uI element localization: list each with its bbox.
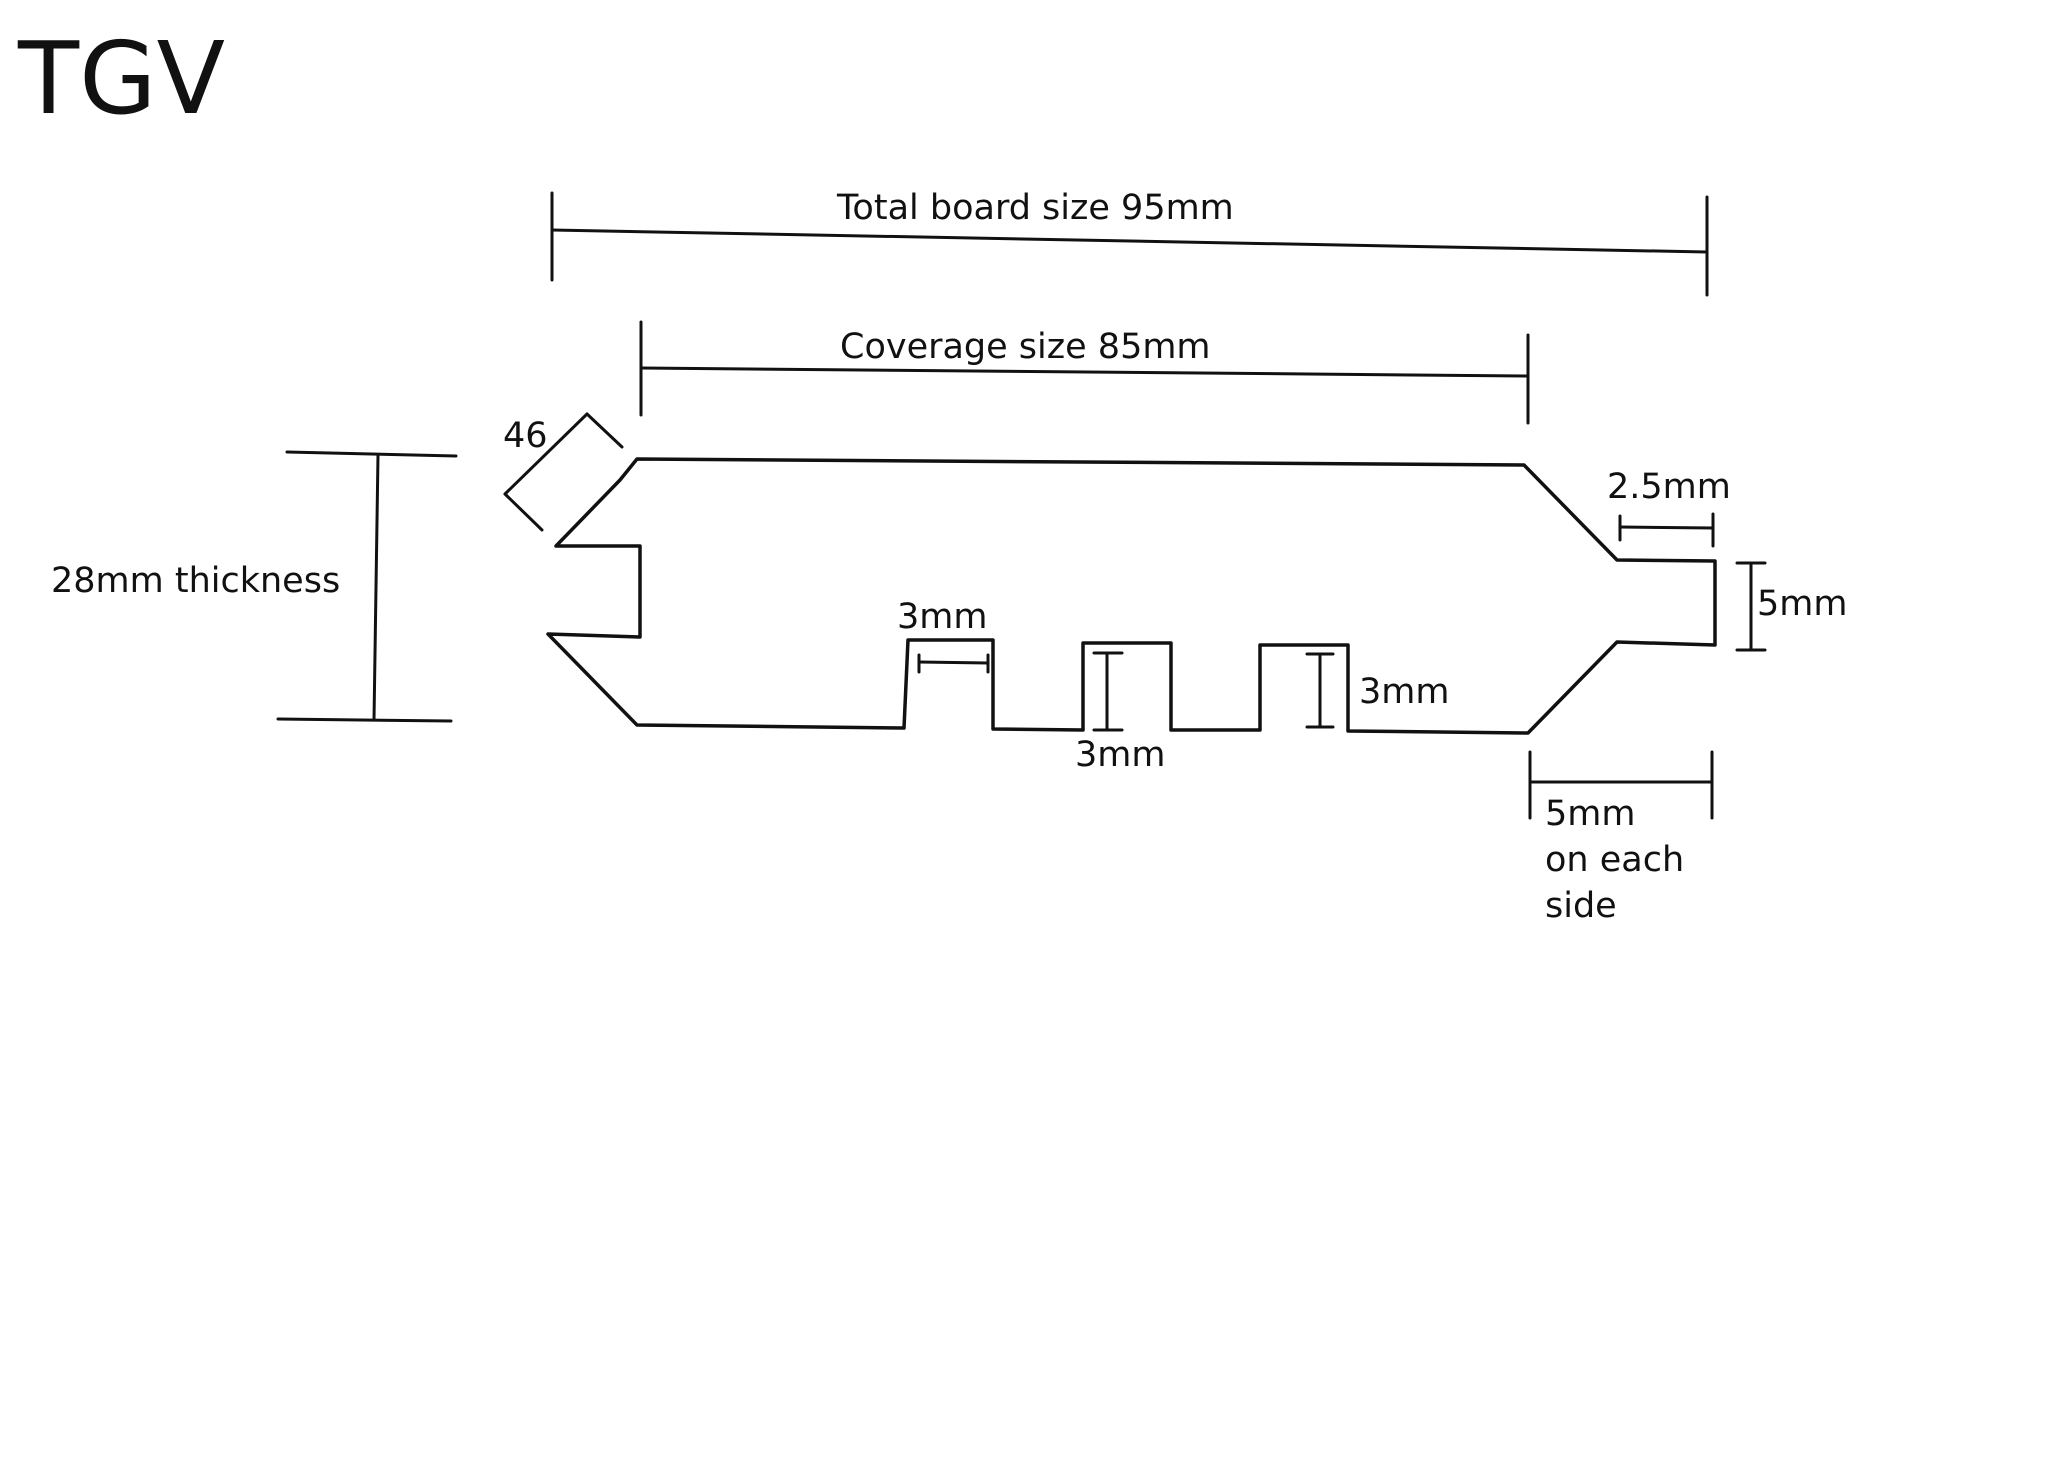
groove-width-label: 3mm	[897, 597, 987, 637]
chamfer-width-label-line3: side	[1545, 886, 1617, 926]
groove-height-middle-label: 3mm	[1075, 735, 1165, 775]
chamfer-width-label-line1: 5mm	[1545, 794, 1635, 834]
tongue-length-dimension	[1618, 512, 1715, 548]
diagram-title: TGV	[17, 20, 225, 137]
coverage-size-label: Coverage size 85mm	[840, 327, 1211, 367]
board-profile-outline	[546, 457, 1717, 735]
coverage-size-dimension	[639, 320, 1530, 425]
tongue-length-label: 2.5mm	[1607, 467, 1731, 507]
chamfer-width-dimension	[1528, 750, 1714, 820]
chamfer-angle-label: 46	[503, 416, 548, 456]
total-board-size-label: Total board size 95mm	[836, 188, 1234, 228]
thickness-dimension	[276, 450, 458, 723]
thickness-label: 28mm thickness	[51, 561, 340, 601]
groove-height-right-dimension	[1305, 652, 1335, 729]
tongue-height-label: 5mm	[1757, 584, 1847, 624]
chamfer-angle-dimension	[503, 412, 624, 532]
groove-height-right-label: 3mm	[1359, 672, 1449, 712]
groove-height-middle-dimension	[1092, 651, 1124, 732]
chamfer-width-label-line2: on each	[1545, 840, 1684, 880]
tongue-height-dimension	[1735, 561, 1767, 652]
groove-width-dimension	[917, 653, 990, 674]
total-board-size-dimension	[550, 191, 1709, 297]
